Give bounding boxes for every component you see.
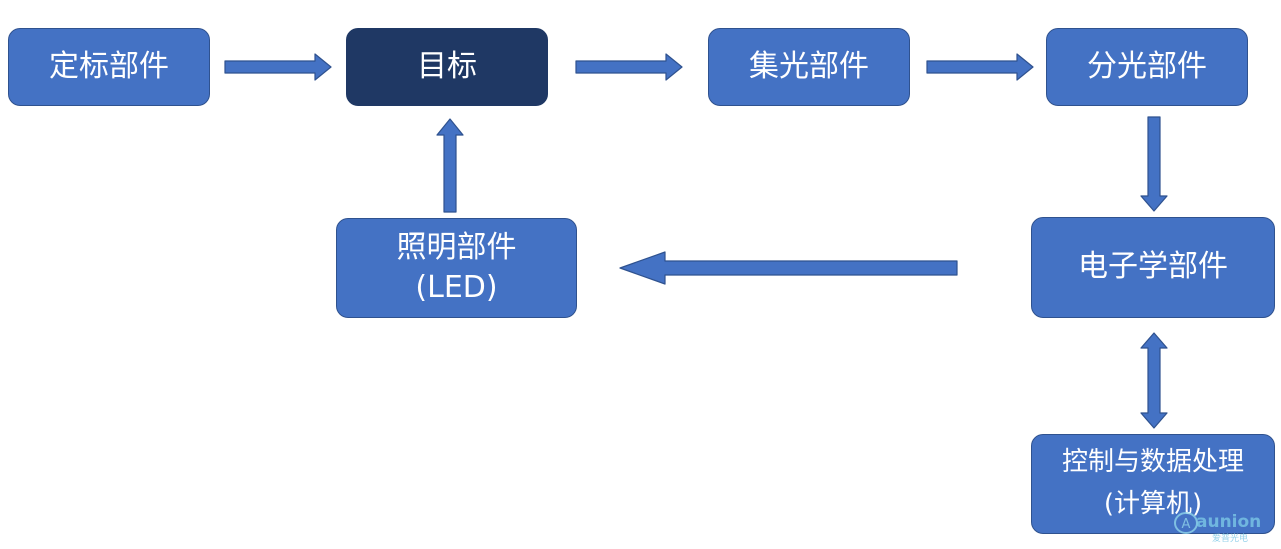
electronics-label: 电子学部件: [1078, 249, 1228, 285]
splitter-label: 分光部件: [1087, 48, 1207, 84]
arrow-calibration-to-target: [224, 53, 332, 81]
arrow-electronics-to-illumination: [619, 251, 958, 285]
logo-subtext: 爱普光电: [1212, 532, 1248, 544]
electronics-node: 电子学部件: [1031, 217, 1275, 318]
target-label: 目标: [417, 48, 477, 84]
control-label-line1: 控制与数据处理: [1061, 447, 1244, 478]
control-node: 控制与数据处理 (计算机): [1031, 434, 1275, 534]
arrow-splitter-to-electronics: [1140, 116, 1168, 212]
illumination-node: 照明部件 (LED): [336, 218, 577, 318]
arrow-electronics-control-bidirectional: [1140, 332, 1168, 429]
arrow-collector-to-splitter: [926, 53, 1034, 81]
target-node: 目标: [346, 28, 548, 106]
calibration-label: 定标部件: [49, 48, 169, 84]
splitter-node: 分光部件: [1046, 28, 1248, 106]
arrow-target-to-collector: [575, 53, 683, 81]
arrow-illumination-to-target: [436, 118, 464, 213]
collector-node: 集光部件: [708, 28, 910, 106]
collector-label: 集光部件: [749, 48, 869, 84]
calibration-node: 定标部件: [8, 28, 210, 106]
logo-text: aunion: [1196, 512, 1261, 532]
svg-text:A: A: [1182, 517, 1191, 532]
illumination-label-line2: (LED): [415, 270, 498, 305]
illumination-label-line1: 照明部件: [396, 229, 517, 265]
logo-icon: A aunion 爱普光电: [1174, 512, 1261, 544]
watermark-logo: A aunion 爱普光电: [1172, 507, 1277, 545]
